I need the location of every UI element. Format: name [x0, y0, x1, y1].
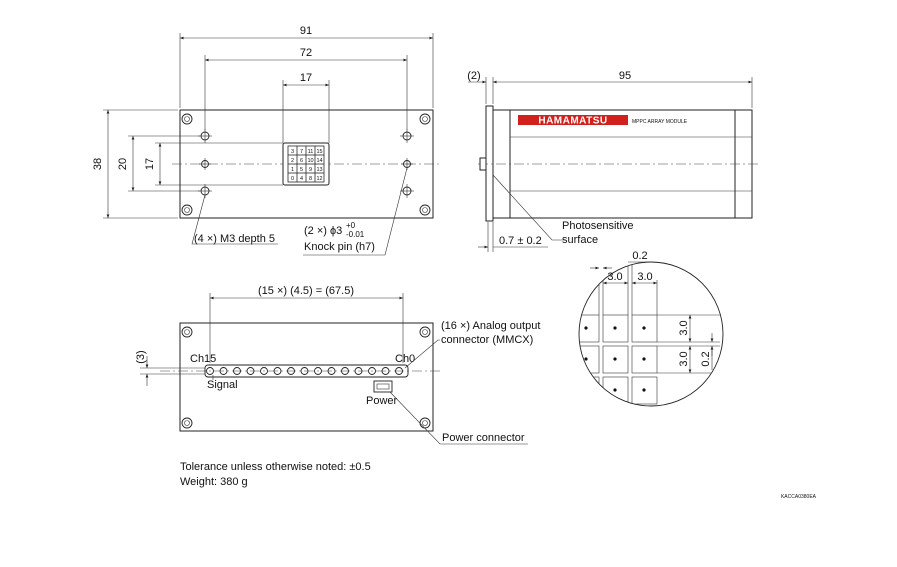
tolerance-note: Tolerance unless otherwise noted: ±0.5 — [180, 461, 371, 473]
bottom-view: (15 ×) (4.5) = (67.5) (3) Ch15 Ch0 Signa… — [135, 285, 540, 445]
pixel-label: 8 — [309, 176, 312, 182]
pixel-label: 12 — [316, 176, 322, 182]
knock-pin-spec: (2 ×) ϕ3 — [304, 225, 342, 237]
pixel-label: 15 — [316, 149, 322, 155]
notes: Tolerance unless otherwise noted: ±0.5 W… — [180, 461, 817, 500]
pixel-grid: 3 7 11 15 2 6 10 14 1 5 9 13 0 4 8 12 — [287, 145, 325, 183]
dim-offset: (2) — [467, 70, 480, 82]
pixel-label: 6 — [300, 158, 303, 164]
pixel-label: 5 — [300, 167, 303, 173]
dim-surface: 0.7 ± 0.2 — [499, 235, 542, 247]
dim-17: 17 — [300, 72, 312, 84]
pixel-label: 4 — [300, 176, 303, 182]
pixel-label: 0 — [291, 176, 294, 182]
drawing-code: KACCA0380EA — [781, 494, 817, 500]
dim-91: 91 — [300, 25, 312, 37]
detail-pitch-v2: 3.0 — [678, 351, 690, 366]
side-flange — [485, 105, 494, 222]
detail-circle — [578, 261, 724, 407]
ch0-label: Ch0 — [395, 353, 415, 365]
detail-pitch-b: 3.0 — [637, 271, 652, 283]
pixel-label: 10 — [307, 158, 313, 164]
pixel-label: 9 — [309, 167, 312, 173]
signal-label: Signal — [207, 379, 238, 391]
dim-connector-pitch: (15 ×) (4.5) = (67.5) — [258, 285, 354, 297]
photosensitive-label: Photosensitive — [562, 220, 634, 232]
mount-hole-label: (4 ×) M3 depth 5 — [194, 233, 275, 245]
knock-pin-tol-plus: +0 — [346, 221, 356, 230]
pixel-label: 2 — [291, 158, 294, 164]
weight-note: Weight: 380 g — [180, 476, 248, 488]
top-view: 3 7 11 15 2 6 10 14 1 5 9 13 0 4 8 12 91 — [92, 25, 440, 256]
pixel-label: 7 — [300, 149, 303, 155]
side-view: HAMAMATSU MPPC ARRAY MODULE (2) 95 0.7 ±… — [467, 70, 760, 252]
brand-logo: HAMAMATSU — [538, 116, 607, 127]
dim-3: (3) — [135, 350, 147, 363]
detail-gap-side: 0.2 — [700, 351, 712, 366]
product-name: MPPC ARRAY MODULE — [632, 119, 688, 125]
power-connector-label: Power connector — [442, 432, 525, 444]
pixel-label: 13 — [316, 167, 322, 173]
dim-20: 20 — [117, 158, 129, 170]
dim-17-vertical: 17 — [144, 158, 156, 170]
pixel-label: 14 — [316, 158, 322, 164]
knock-pin-type: Knock pin (h7) — [304, 241, 375, 253]
detail-pitch-a: 3.0 — [607, 271, 622, 283]
detail-gap-top: 0.2 — [632, 250, 647, 262]
analog-output-label: (16 ×) Analog output — [441, 320, 540, 332]
knock-pins — [199, 158, 413, 170]
power-connector-body — [373, 380, 393, 393]
connector-type-label: connector (MMCX) — [441, 334, 533, 346]
surface-label: surface — [562, 234, 598, 246]
brand-plate — [518, 115, 628, 125]
pixel-label: 1 — [291, 167, 294, 173]
pixel-label: 3 — [291, 149, 294, 155]
mount-holes — [198, 129, 414, 198]
connector-rail — [204, 364, 409, 378]
power-label: Power — [366, 395, 398, 407]
side-knock-pin — [479, 157, 487, 171]
detail-pitch-v1: 3.0 — [678, 320, 690, 335]
ch15-label: Ch15 — [190, 353, 216, 365]
sensor-array: 3 7 11 15 2 6 10 14 1 5 9 13 0 4 8 12 — [282, 142, 330, 186]
mmcx-connectors — [206, 367, 403, 375]
pixel-label: 11 — [308, 149, 314, 155]
dim-38: 38 — [92, 158, 104, 170]
pixel-detail: 0.2 3.0 3.0 3.0 3.0 0.2 — [578, 250, 724, 407]
dim-95: 95 — [619, 70, 631, 82]
dim-72: 72 — [300, 47, 312, 59]
knock-pin-tol-minus: -0.01 — [346, 230, 365, 239]
corner-holes — [181, 113, 431, 216]
